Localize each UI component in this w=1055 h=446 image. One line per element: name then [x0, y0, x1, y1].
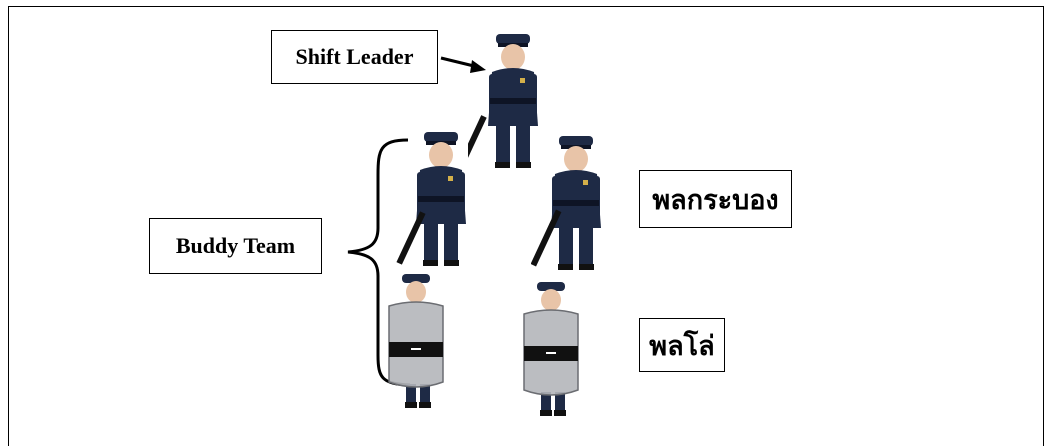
shift-leader-label: Shift Leader	[271, 30, 438, 84]
shield-officer-left	[388, 274, 444, 408]
police-baton-icon	[531, 209, 562, 267]
baton-officer-left	[396, 132, 466, 266]
police-officer-icon	[537, 282, 566, 416]
curly-brace-icon	[347, 138, 411, 387]
arrow-icon	[440, 56, 486, 73]
buddy-team-label: Buddy Team	[149, 218, 322, 274]
police-officer-icon	[551, 136, 601, 270]
baton-squad-label: พลกระบอง	[639, 170, 792, 228]
police-officer-icon	[416, 132, 466, 266]
shift-leader-officer	[468, 34, 538, 168]
shield-squad-label: พลโล่	[639, 318, 725, 372]
police-officer-icon	[488, 34, 538, 168]
police-baton-icon	[468, 115, 487, 167]
baton-officer-right	[531, 136, 601, 270]
shield-officer-right	[523, 282, 579, 416]
police-baton-icon	[396, 211, 426, 265]
police-officer-icon	[402, 274, 431, 408]
riot-shield-icon	[388, 301, 444, 388]
diagram-frame	[8, 6, 1044, 446]
riot-shield-icon	[523, 309, 579, 396]
